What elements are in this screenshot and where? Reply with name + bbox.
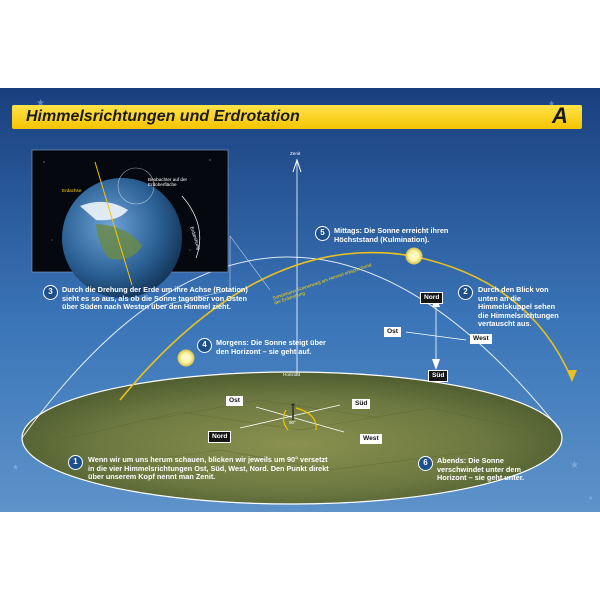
label-horizont: Horizont (283, 372, 301, 377)
page-title: Himmelsrichtungen und Erdrotation (26, 108, 300, 125)
item-text-2: Durch den Blick von unten an die Himmels… (478, 285, 559, 329)
ground-disc (22, 372, 562, 504)
sun-morning (177, 349, 195, 367)
ground-tag-west: West (360, 434, 382, 444)
item-number-3: 3 (43, 285, 58, 300)
sun-path (119, 251, 573, 401)
svg-text:★: ★ (588, 495, 593, 502)
meridian-arc (21, 256, 561, 439)
item-text-6: Abends: Die Sonne verschwindet unter dem… (437, 456, 525, 483)
label-zenit: Zenit (290, 151, 301, 156)
item-text-1: Wenn wir um uns herum schauen, blicken w… (88, 455, 329, 482)
sun-noon (405, 247, 423, 265)
svg-text:★: ★ (548, 99, 555, 108)
ground-tag-ost: Ost (226, 396, 243, 406)
svg-text:★: ★ (570, 460, 579, 471)
item-text-3: Durch die Drehung der Erde um ihre Achse… (62, 285, 248, 312)
ground-tag-nord: Nord (208, 431, 232, 443)
sky-tag-sued: Süd (428, 370, 449, 382)
item-number-1: 1 (68, 455, 83, 470)
label-erdachse: Erdachse (62, 188, 82, 193)
item-number-6: 6 (418, 456, 433, 471)
item-number-4: 4 (197, 338, 212, 353)
label-90-degrees: 90° (289, 420, 296, 425)
label-beobachter: Beobachter auf der Erdoberfläche (148, 177, 188, 188)
stars-decoration: ★ ★ ★ ★ ★ (12, 98, 593, 502)
sky-tag-nord: Nord (420, 292, 444, 304)
ground-tag-sued: Süd (352, 399, 371, 409)
item-number-2: 2 (458, 285, 473, 300)
sky-tag-ost: Ost (384, 327, 401, 337)
observer-figure (291, 403, 295, 420)
item-number-5: 5 (315, 226, 330, 241)
earth-axis (94, 161, 133, 286)
svg-text:★: ★ (12, 463, 19, 472)
svg-text:★: ★ (36, 98, 45, 109)
title-bar (12, 105, 582, 129)
sky-tag-west: West (470, 334, 492, 344)
section-badge: A (552, 103, 568, 128)
ground-compass (239, 404, 345, 433)
item-text-5: Mittags: Die Sonne erreicht ihren Höchst… (334, 226, 449, 244)
item-text-4: Morgens: Die Sonne steigt über den Horiz… (216, 338, 326, 356)
